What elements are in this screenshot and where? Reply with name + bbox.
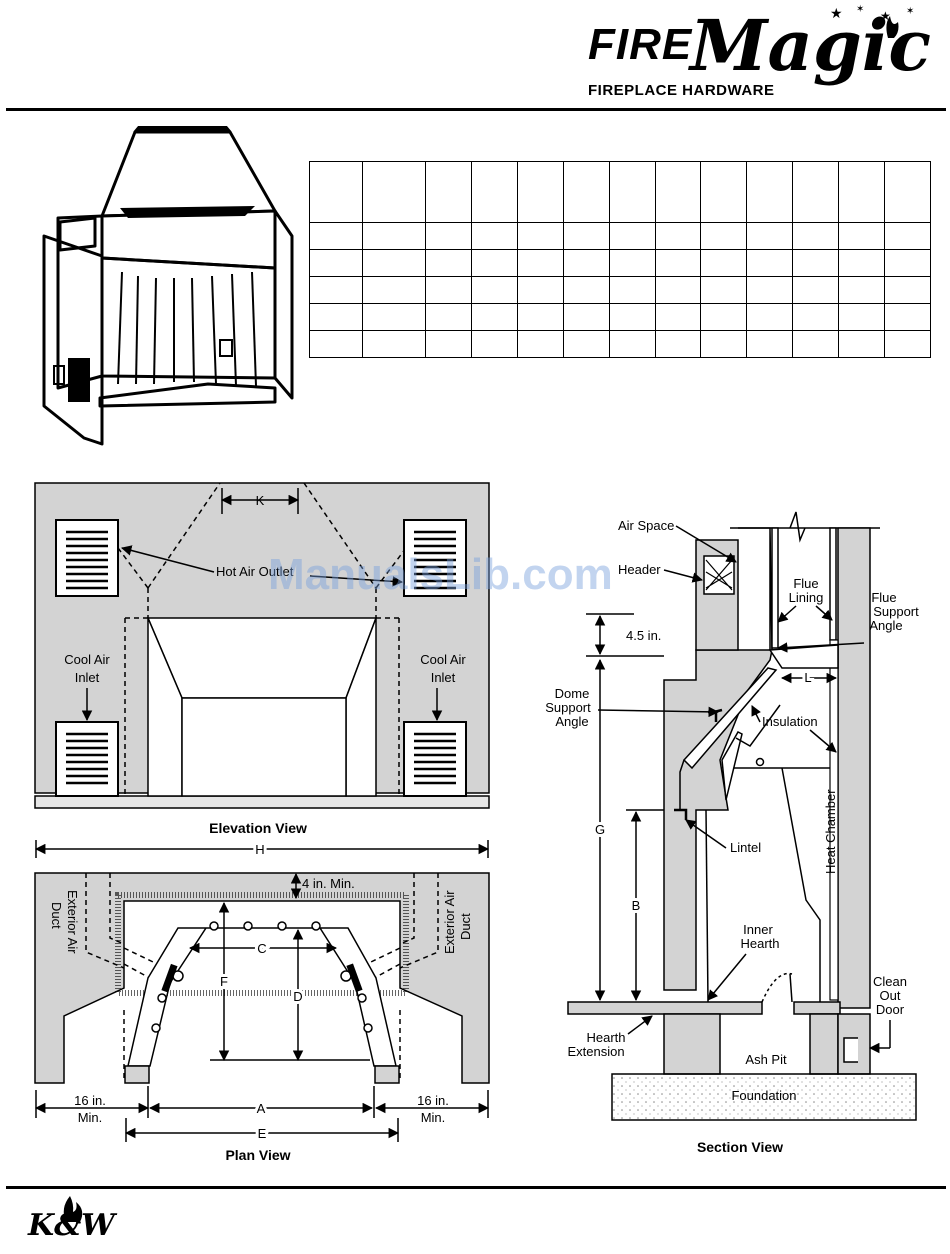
heat-chamber-label: Heat Chamber bbox=[823, 789, 838, 874]
hot-air-outlet-right bbox=[403, 519, 467, 597]
min-4in-label: 4 in. Min. bbox=[302, 876, 355, 891]
hearth-ext-l2: Extension bbox=[567, 1044, 624, 1059]
hearth-ext-l1: Hearth bbox=[586, 1030, 625, 1045]
plan-caption: Plan View bbox=[225, 1147, 290, 1163]
ext-duct-right-l2: Duct bbox=[458, 913, 473, 940]
dome-l2: Support bbox=[545, 700, 591, 715]
brand-subtitle: FIREPLACE HARDWARE bbox=[588, 82, 775, 99]
brand-fire: FIRE bbox=[588, 20, 693, 69]
cool-air-left-l2: Inlet bbox=[75, 670, 100, 685]
ext-duct-left-l2: Duct bbox=[49, 902, 64, 929]
inner-hearth-l1: Inner bbox=[743, 922, 773, 937]
fireplace-illustration bbox=[42, 126, 294, 446]
cool-air-left-l1: Cool Air bbox=[64, 652, 110, 667]
dim-f-label: F bbox=[220, 974, 228, 989]
dim-k-label: K bbox=[256, 493, 265, 508]
dim-g-label: G bbox=[595, 822, 605, 837]
flue-support-l2: Support bbox=[873, 604, 919, 619]
flue-support-l3: Angle bbox=[869, 618, 902, 633]
min-16in-left-l2: Min. bbox=[78, 1110, 103, 1125]
min-16in-right-l2: Min. bbox=[421, 1110, 446, 1125]
header-rule bbox=[6, 108, 946, 111]
clean-out-l1: Clean bbox=[873, 974, 907, 989]
svg-text:★: ★ bbox=[880, 9, 891, 23]
dim-b-label: B bbox=[632, 898, 641, 913]
watermark: ManualsLib.com bbox=[268, 550, 613, 599]
dim-d-label: D bbox=[293, 989, 302, 1004]
plan-wall bbox=[34, 872, 490, 1084]
elevation-plan-diagram: K Hot Air Outlet Cool Air Inlet Cool Air… bbox=[34, 482, 490, 1163]
svg-text:✶: ✶ bbox=[906, 6, 914, 17]
sparkle-icon: ★ ✶ ★ ✶ bbox=[830, 4, 914, 38]
cool-air-inlet-left bbox=[55, 721, 119, 797]
svg-text:★: ★ bbox=[830, 5, 843, 21]
hot-air-outlet-left bbox=[55, 519, 119, 597]
in45-label: 4.5 in. bbox=[626, 628, 661, 643]
min-16in-right-l1: 16 in. bbox=[417, 1093, 449, 1108]
flame-icon bbox=[63, 1196, 83, 1222]
kw-logo: K&W bbox=[28, 1208, 115, 1243]
section-diagram: Air Space Header Flue Lining Flue Suppor… bbox=[545, 511, 919, 1155]
hot-air-outlet-label: Hot Air Outlet bbox=[216, 564, 294, 579]
ash-pit-label: Ash Pit bbox=[745, 1052, 787, 1067]
min-16in-left-l1: 16 in. bbox=[74, 1093, 106, 1108]
flue-lining-l1: Flue bbox=[793, 576, 818, 591]
footer-rule bbox=[6, 1186, 946, 1189]
clean-out-l3: Door bbox=[876, 1002, 905, 1017]
elevation-caption: Elevation View bbox=[209, 820, 307, 836]
clean-out-l2: Out bbox=[880, 988, 901, 1003]
insulation-label: Insulation bbox=[762, 714, 818, 729]
ext-duct-right-l1: Exterior Air bbox=[442, 890, 457, 954]
foundation-block bbox=[611, 1073, 917, 1121]
header-label: Header bbox=[618, 562, 661, 577]
flue-support-l1: Flue bbox=[871, 590, 896, 605]
air-space-label: Air Space bbox=[618, 518, 674, 533]
inner-hearth-l2: Hearth bbox=[740, 936, 779, 951]
svg-text:✶: ✶ bbox=[856, 4, 864, 15]
flue-lining-l2: Lining bbox=[789, 590, 824, 605]
cool-air-right-l2: Inlet bbox=[431, 670, 456, 685]
cool-air-right-l1: Cool Air bbox=[420, 652, 466, 667]
dim-l-label: L bbox=[804, 670, 811, 685]
foundation-label: Foundation bbox=[731, 1088, 796, 1103]
dome-l3: Angle bbox=[555, 714, 588, 729]
dome-l1: Dome bbox=[555, 686, 590, 701]
ext-duct-left-l1: Exterior Air bbox=[65, 890, 80, 954]
section-caption: Section View bbox=[697, 1139, 783, 1155]
lintel-label: Lintel bbox=[730, 840, 761, 855]
cool-air-inlet-right bbox=[403, 721, 467, 797]
brand-magic: Magic bbox=[690, 4, 932, 87]
spec-table bbox=[309, 161, 931, 358]
dim-c-label: C bbox=[257, 941, 266, 956]
dim-e-label: E bbox=[258, 1126, 267, 1141]
dim-a-label: A bbox=[257, 1101, 266, 1116]
dim-h-label: H bbox=[255, 842, 264, 857]
